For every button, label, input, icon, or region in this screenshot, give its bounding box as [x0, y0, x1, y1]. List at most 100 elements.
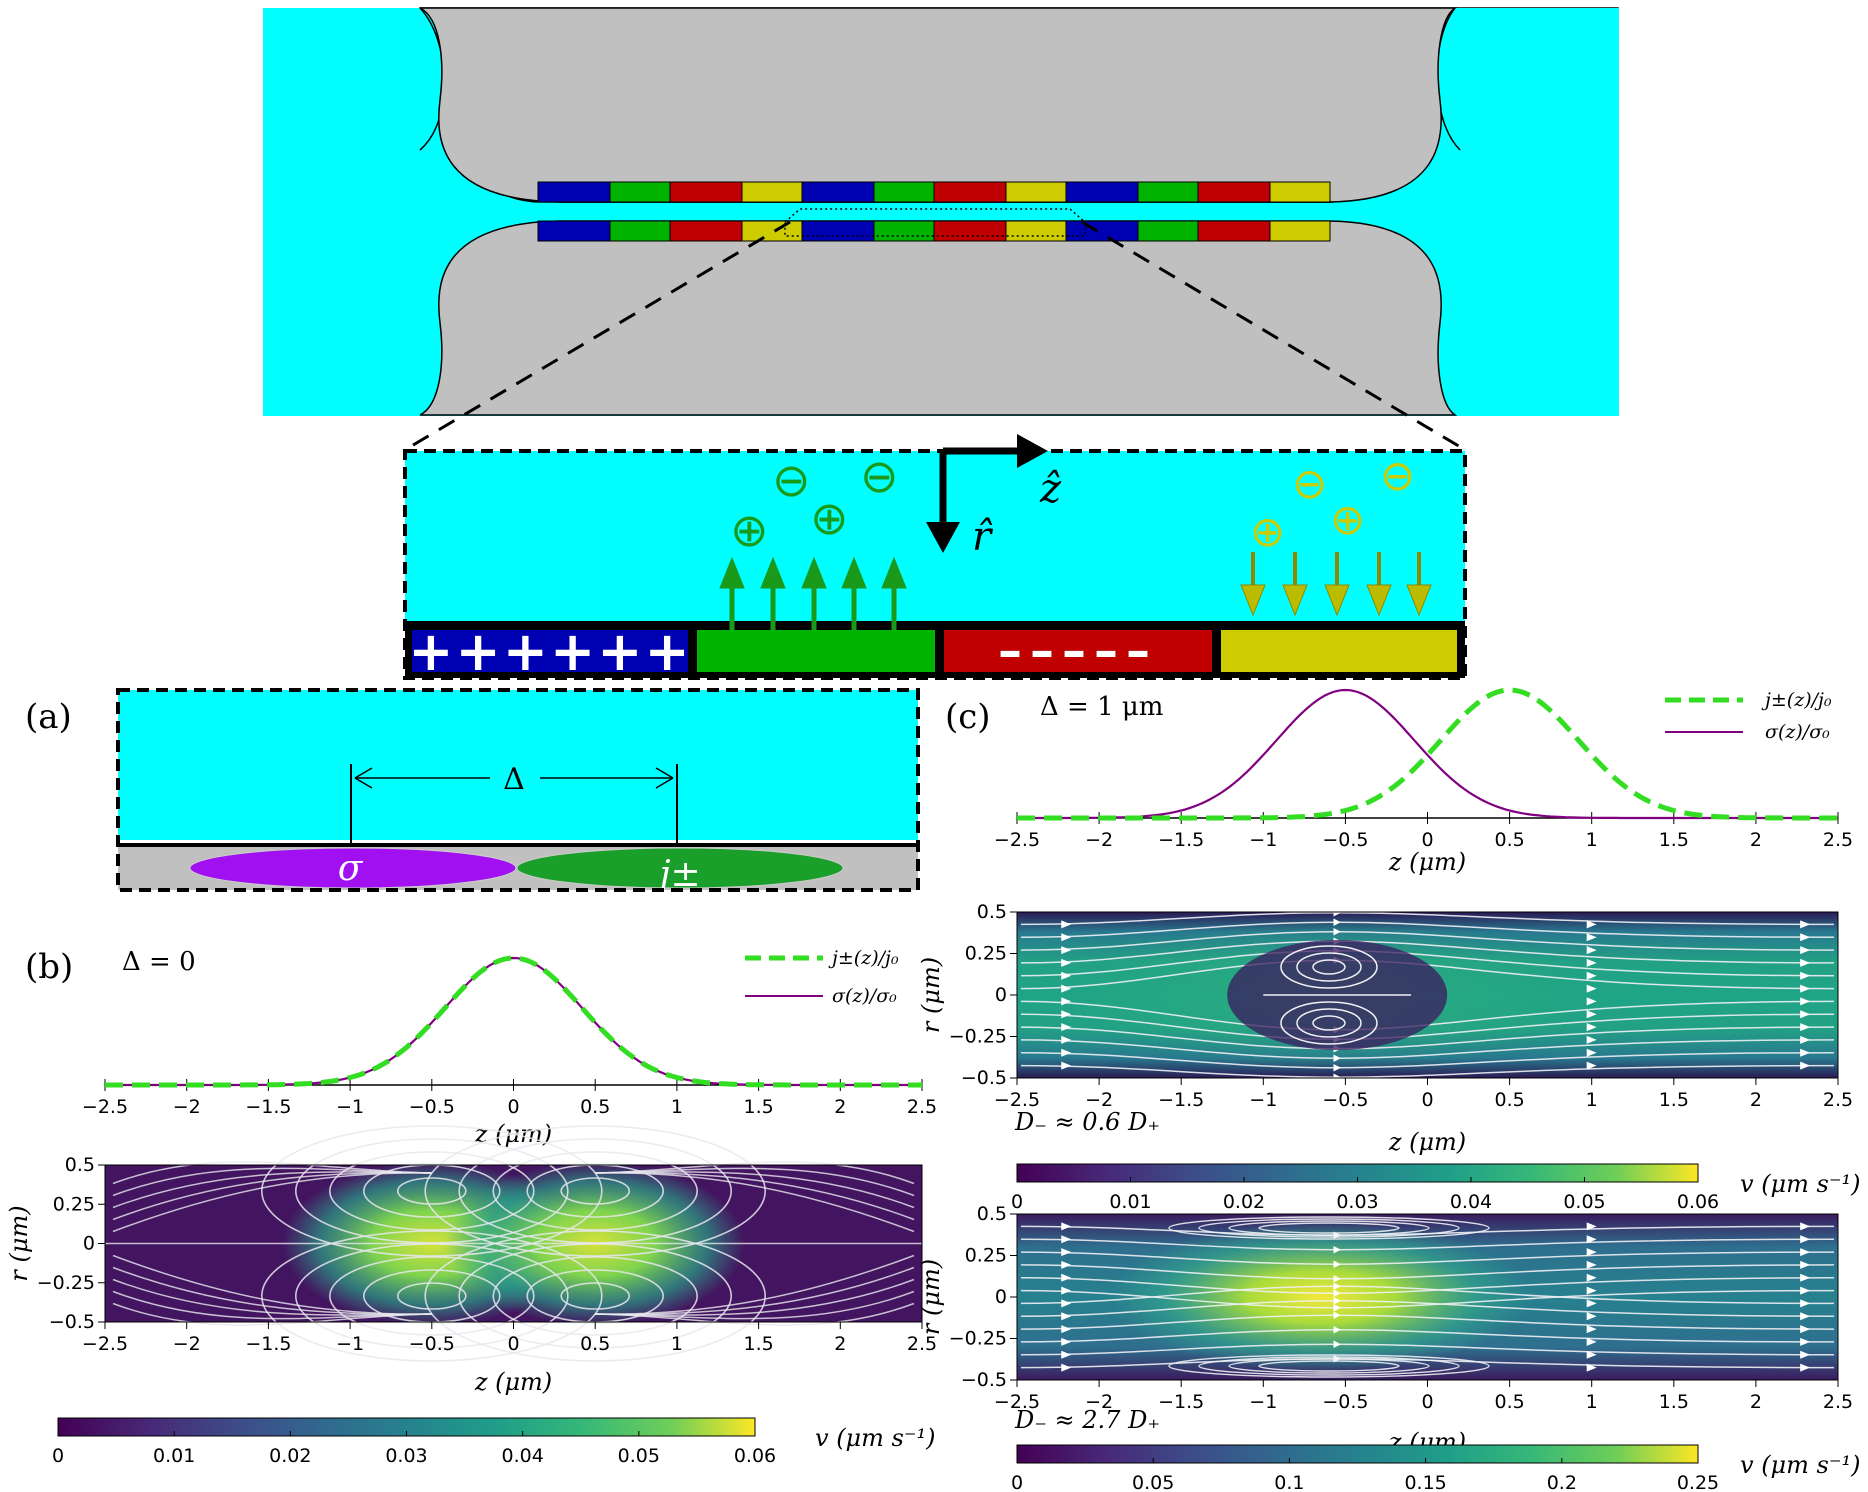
- vortex-streamline: [328, 1256, 535, 1336]
- streamline-arrow: [1586, 1286, 1597, 1295]
- streamline-arrow: [1586, 958, 1597, 967]
- inset-electrode-green: [697, 630, 935, 672]
- flow-x-tick-label: 0: [1421, 1391, 1433, 1413]
- flow-y-tick-label: 0.25: [965, 943, 1007, 965]
- zoom-line-left: [407, 220, 791, 450]
- wall-vortex-streamline: [1198, 1356, 1460, 1376]
- outer-streamline: [595, 1161, 915, 1185]
- lower-wall-shape: [419, 220, 1458, 416]
- flow-x-tick-label: 2.5: [907, 1333, 937, 1355]
- streamline: [1020, 1277, 1835, 1297]
- vortex-streamline: [492, 1151, 699, 1231]
- streamline-arrow: [1061, 1222, 1072, 1231]
- streamline-arrow: [1061, 1035, 1072, 1044]
- streamline-arrow: [1800, 1222, 1811, 1231]
- streamline-arrow: [1586, 1260, 1597, 1269]
- flow-y-tick-label: 0: [83, 1233, 95, 1255]
- wall-vortex-streamline: [1228, 1358, 1430, 1374]
- flow-x-tick-label: −1: [1249, 1089, 1277, 1111]
- flow-x-tick-label: −0.5: [409, 1333, 455, 1355]
- colorbar-tick-label: 0.2: [1547, 1472, 1577, 1492]
- inset-electrode-red: [944, 630, 1212, 672]
- streamline-arrow: [1061, 1325, 1072, 1334]
- streamline-arrow: [1586, 933, 1597, 942]
- vortex-streamline: [1296, 952, 1362, 982]
- streamline: [1020, 1289, 1835, 1312]
- green-flux-arrows: [719, 556, 907, 630]
- panel-b-label: (b): [25, 947, 73, 987]
- ion-plus-4: ⊕: [1330, 495, 1365, 544]
- profile-tick-label: 0.5: [1494, 829, 1524, 851]
- colorbar-tick-label: 0.05: [1132, 1472, 1174, 1492]
- flow-x-tick-label: −2: [173, 1333, 201, 1355]
- streamline: [1020, 1264, 1835, 1283]
- colorbar-tick-label: 0.05: [618, 1445, 660, 1467]
- streamline-arrow: [1586, 971, 1597, 980]
- wall-vortex-streamline: [1228, 1220, 1430, 1236]
- streamline-arrow: [1586, 1235, 1597, 1244]
- legend-j: j±(z)/j₀: [828, 947, 899, 969]
- streamline: [1020, 1039, 1835, 1062]
- streamline-arrow: [1061, 1061, 1072, 1070]
- streamline-arrow: [1800, 1325, 1811, 1334]
- streamline-arrow: [1586, 1350, 1597, 1359]
- flow-xlabel: z (μm): [474, 1368, 552, 1396]
- streamline-arrow: [1061, 1337, 1072, 1346]
- colorbar-tick-label: 0: [1011, 1472, 1023, 1492]
- colorbar-tick-label: 0.02: [269, 1445, 311, 1467]
- panel-a: (a) σ j± Δ: [25, 688, 920, 895]
- yellow-flux-arrows: [1240, 552, 1432, 617]
- streamline-arrow: [1061, 920, 1072, 929]
- streamline-arrow: [1061, 1273, 1072, 1282]
- streamline-arrow: [1800, 1235, 1811, 1244]
- colorbar-tick-label: 0.1: [1274, 1472, 1304, 1492]
- streamline-arrow: [1586, 984, 1597, 993]
- streamline: [1020, 1326, 1835, 1343]
- legend-c-j: j±(z)/j₀: [1761, 689, 1832, 711]
- profile-tick-label: −2.5: [82, 1096, 128, 1118]
- profile-tick-label: 1: [671, 1096, 683, 1118]
- ion-minus-3: ⊖: [1292, 459, 1327, 508]
- vortex-streamline: [328, 1151, 535, 1231]
- sigma-curve: [105, 956, 922, 1087]
- streamline-arrow: [1061, 1010, 1072, 1019]
- flow-y-tick-label: −0.5: [961, 1067, 1007, 1089]
- profile-tick-label: 2: [834, 1096, 846, 1118]
- colorbar-label: v (μm s⁻¹): [815, 1424, 936, 1452]
- streamline-arrow: [1061, 971, 1072, 980]
- profile-tick-label: −1: [336, 1096, 364, 1118]
- sigma-label: σ: [338, 848, 364, 889]
- flow-x-tick-label: 1: [1586, 1089, 1598, 1111]
- panel-a-label: (a): [25, 697, 72, 737]
- streamline-arrow: [1061, 1260, 1072, 1269]
- vortex-streamline: [424, 1230, 767, 1362]
- green-ions: ⊕ ⊕ ⊖ ⊖: [730, 449, 899, 557]
- zoomed-inset: ++++++ ––––– ẑ r̂ ⊕ ⊕ ⊖: [403, 434, 1467, 683]
- flow-y-tick-label: −0.5: [49, 1311, 95, 1333]
- minus-signs: –––––: [998, 623, 1158, 679]
- streamline: [1020, 1340, 1835, 1356]
- vortex-streamline: [1312, 959, 1346, 975]
- vortex-streamline: [560, 1177, 631, 1205]
- wall-vortex-streamline: [1168, 1216, 1490, 1240]
- flow-x-tick-label: 2: [834, 1333, 846, 1355]
- wall-vortex-streamline: [1258, 1360, 1400, 1372]
- streamline-arrow: [1586, 1248, 1597, 1257]
- ion-minus-2: ⊖: [860, 449, 899, 503]
- vortex-streamline: [1296, 1008, 1362, 1038]
- outer-streamline: [595, 1302, 915, 1326]
- streamline-arrow: [1800, 1363, 1811, 1372]
- colorbar-tick-label: 0.06: [1677, 1191, 1719, 1213]
- colorbar-tick-label: 0.03: [1336, 1191, 1378, 1213]
- axis-arrows: ẑ r̂: [926, 434, 1062, 560]
- wall-vortex-streamline: [1198, 1218, 1460, 1238]
- ion-minus-4: ⊖: [1380, 451, 1415, 500]
- colorbar-label: v (μm s⁻¹): [1740, 1451, 1861, 1479]
- vortex-streamline: [260, 1125, 603, 1257]
- streamline-arrow: [1586, 946, 1597, 955]
- flow-x-tick-label: 0: [1421, 1089, 1433, 1111]
